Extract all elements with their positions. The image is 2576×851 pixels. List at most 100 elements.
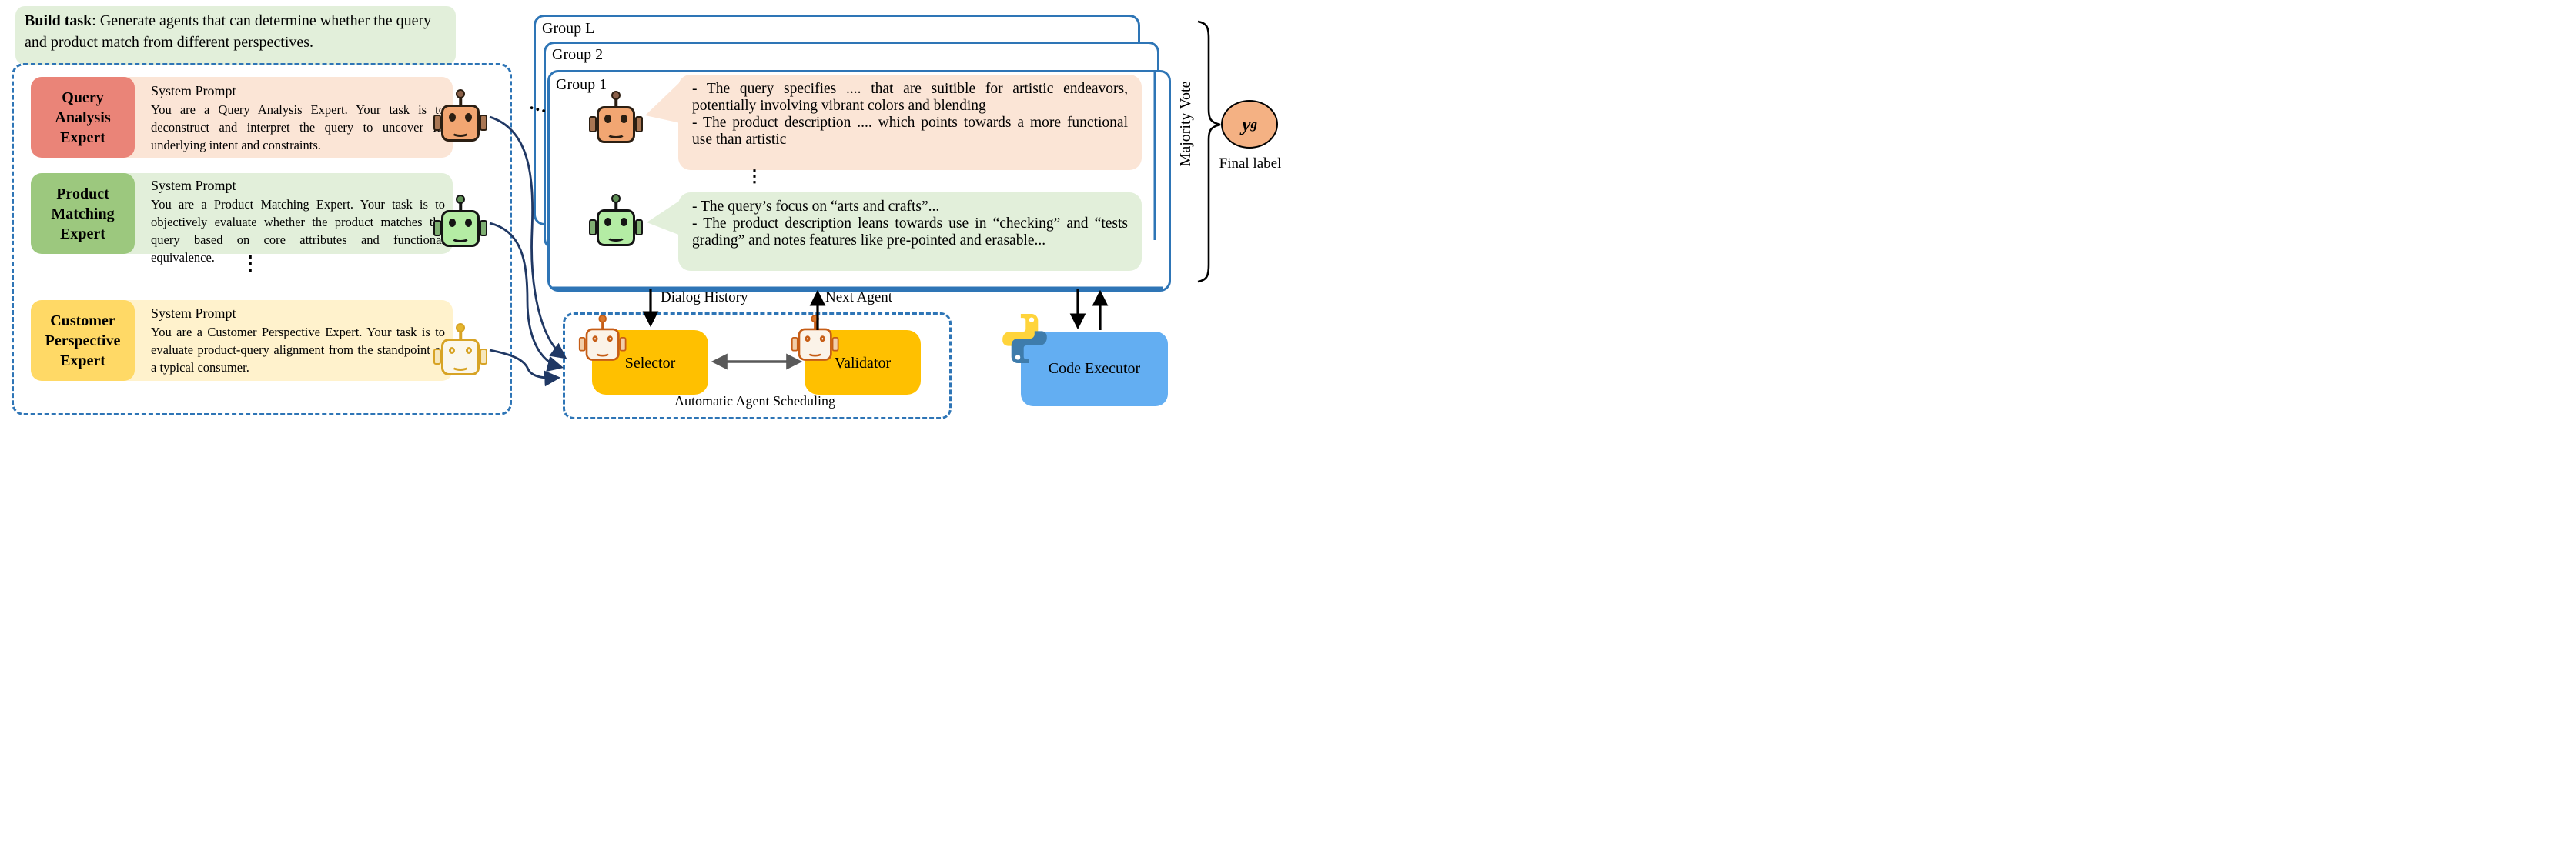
validator-robot-icon	[791, 315, 839, 361]
robot-smile	[607, 232, 625, 242]
system-prompt-text: You are a Customer Perspective Expert. Y…	[151, 325, 445, 375]
robot-eye	[604, 115, 611, 123]
robot-ear	[589, 219, 597, 235]
system-prompt-text: You are a Query Analysis Expert. Your ta…	[151, 102, 445, 152]
robot-smile	[594, 349, 611, 357]
selector-robot-icon	[578, 315, 627, 361]
robot-face	[798, 329, 832, 361]
robot-ear	[589, 116, 597, 132]
robot-eye	[607, 335, 613, 342]
build-task-prefix: Build task	[25, 12, 92, 29]
system-prompt-heading: System Prompt	[151, 178, 236, 193]
antenna-ball	[456, 195, 465, 204]
robot-eye	[449, 347, 455, 354]
antenna-ball	[456, 323, 465, 332]
dialog-history-label: Dialog History	[661, 289, 748, 305]
robot-face	[586, 329, 620, 361]
selector-box: Selector	[592, 330, 708, 395]
robot-eye	[465, 219, 472, 227]
group1-green-robot-icon	[588, 194, 644, 246]
antenna	[614, 98, 617, 108]
experts-ellipsis: ⋮	[240, 252, 260, 275]
build-task-box: Build task: Generate agents that can det…	[15, 6, 456, 65]
robot-smile	[807, 349, 824, 357]
robot-face	[597, 106, 635, 143]
customer-expert-label: Customer Perspective Expert	[31, 300, 135, 381]
robot-ear	[619, 337, 627, 352]
python-eye	[1015, 355, 1021, 360]
antenna	[601, 320, 604, 330]
antenna	[459, 202, 462, 212]
python-icon	[1002, 314, 1047, 363]
antenna	[459, 96, 462, 106]
selector-label: Selector	[624, 355, 676, 372]
query-expert-prompt: System Prompt You are a Query Analysis E…	[151, 83, 445, 154]
robot-ear	[480, 115, 487, 131]
bubble-line: - The query’s focus on “arts and crafts”…	[692, 199, 940, 215]
robot-eye	[465, 113, 472, 122]
antenna-ball	[456, 89, 465, 98]
group-L-title: Group L	[542, 20, 595, 37]
robot-eye	[819, 335, 825, 342]
group-1-title: Group 1	[556, 76, 607, 93]
customer-expert-robot-icon	[433, 323, 488, 375]
bubbles-ellipsis: ⋮	[746, 166, 763, 185]
query-analysis-bubble: - The query specifies .... that are suit…	[678, 75, 1142, 170]
robot-face	[441, 339, 480, 375]
system-prompt-text: You are a Product Matching Expert. Your …	[151, 197, 445, 265]
robot-ear	[635, 116, 643, 132]
python-blue-snake	[1011, 331, 1047, 363]
robot-smile	[607, 129, 625, 138]
agent-architecture-diagram: Build task: Generate agents that can det…	[0, 0, 1288, 425]
robot-ear	[480, 220, 487, 236]
final-label-caption: Final label	[1219, 155, 1282, 172]
majority-vote-brace	[1197, 20, 1221, 283]
product-matching-bubble: - The query’s focus on “arts and crafts”…	[678, 192, 1142, 271]
product-expert-robot-icon	[433, 195, 488, 247]
antenna-ball	[598, 315, 607, 323]
validator-box: Validator	[805, 330, 921, 395]
scheduling-caption: Automatic Agent Scheduling	[674, 393, 835, 409]
query-expert-robot-icon	[433, 89, 488, 142]
robot-eye	[621, 115, 627, 123]
system-prompt-heading: System Prompt	[151, 83, 236, 98]
robot-ear	[480, 349, 487, 365]
robot-ear	[433, 220, 441, 236]
antenna-ball	[611, 194, 621, 203]
python-eye	[1029, 317, 1035, 322]
robot-eye	[805, 335, 811, 342]
antenna-ball	[811, 315, 819, 323]
robot-ear	[635, 219, 643, 235]
robot-ear	[433, 349, 441, 365]
product-expert-label: Product Matching Expert	[31, 173, 135, 254]
next-agent-label: Next Agent	[825, 289, 893, 305]
robot-ear	[831, 337, 839, 352]
bubble-line: - The product description .... which poi…	[692, 115, 1128, 148]
bubble-line: - The query specifies .... that are suit…	[692, 81, 1128, 114]
robot-smile	[451, 233, 470, 242]
robot-eye	[621, 218, 627, 226]
customer-expert-prompt: System Prompt You are a Customer Perspec…	[151, 305, 445, 376]
robot-ear	[578, 337, 586, 352]
robot-smile	[451, 362, 470, 371]
robot-smile	[451, 128, 470, 137]
automatic-agent-scheduling-box	[563, 312, 952, 419]
group-2-title: Group 2	[552, 46, 604, 63]
robot-eye	[604, 218, 611, 226]
bubble-line: - The product description leans towards …	[692, 215, 1128, 249]
product-expert-prompt: System Prompt You are a Product Matching…	[151, 178, 445, 266]
robot-ear	[433, 115, 441, 131]
group1-orange-robot-icon	[588, 91, 644, 143]
robot-face	[441, 105, 480, 142]
build-task-text: : Generate agents that can determine whe…	[25, 12, 432, 51]
code-executor-label: Code Executor	[1048, 360, 1141, 377]
robot-eye	[449, 113, 456, 122]
robot-eye	[449, 219, 456, 227]
query-expert-label: Query Analysis Expert	[31, 77, 135, 158]
majority-vote-label: Majority Vote	[1177, 81, 1194, 167]
robot-eye	[466, 347, 472, 354]
antenna	[614, 201, 617, 211]
robot-eye	[592, 335, 598, 342]
python-yellow-snake	[1002, 314, 1039, 346]
